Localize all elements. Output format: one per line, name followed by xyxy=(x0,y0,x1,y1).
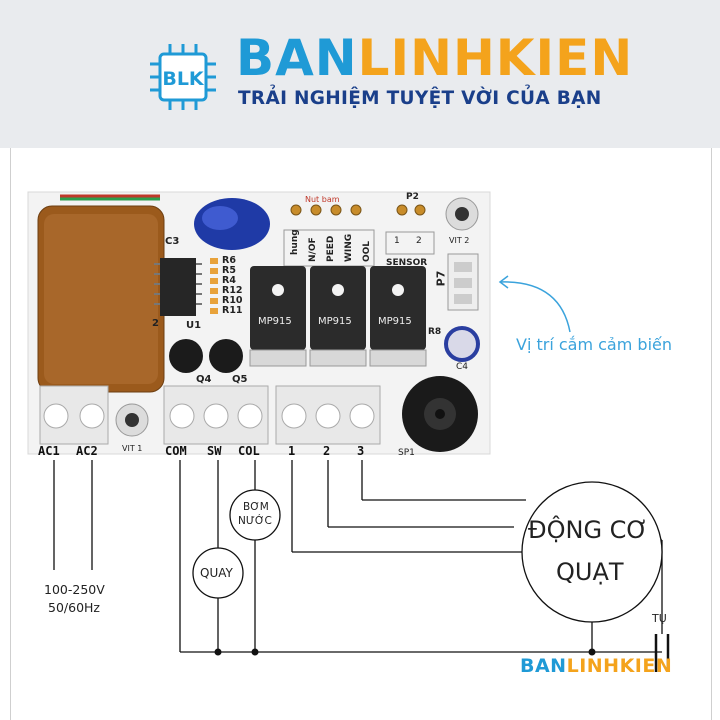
terminal-2: 2 xyxy=(323,444,331,458)
label-mosfet-2: MP915 xyxy=(318,316,352,327)
ic-u1 xyxy=(160,258,196,316)
label-c4: C4 xyxy=(456,362,469,372)
fan-motor-label-line2: QUẠT xyxy=(556,558,624,586)
label-p7: P7 xyxy=(434,270,448,287)
mosfet-3 xyxy=(370,266,426,350)
label-q4: Q4 xyxy=(196,374,212,385)
logo-text: BLK xyxy=(162,68,205,90)
label-c3: C3 xyxy=(165,236,180,247)
label-fn-hung: hung xyxy=(290,229,300,255)
watermark-part1: BAN xyxy=(520,655,567,677)
label-r12: R12 xyxy=(222,285,243,296)
terminal-1: 1 xyxy=(288,444,296,458)
label-r8: R8 xyxy=(428,327,442,337)
label-fn-cool: OOL xyxy=(362,240,372,262)
svg-text:BLK: BLK xyxy=(162,68,205,90)
sensor-pointer-arrow xyxy=(499,281,571,333)
label-r4: R4 xyxy=(222,275,236,286)
label-sensor: SENSOR xyxy=(386,258,428,268)
mosfet-group xyxy=(249,266,427,367)
fan-motor-symbol xyxy=(521,481,663,623)
label-vit1: VIT 1 xyxy=(122,444,143,453)
rotate-label: QUAY xyxy=(200,566,233,580)
terminal-ac1: AC1 xyxy=(38,444,60,458)
watermark-part2: LINHKIEN xyxy=(566,655,673,677)
label-p2: P2 xyxy=(406,192,419,202)
voltage-label: 100-250V xyxy=(44,582,105,597)
terminal-sw: SW xyxy=(207,444,222,458)
label-mosfet-1: MP915 xyxy=(258,316,292,327)
label-r5: R5 xyxy=(222,265,236,276)
chip-logo-icon: BLK xyxy=(150,44,216,110)
watermark: BANLINHKIEN xyxy=(520,655,672,677)
label-r6: R6 xyxy=(222,255,236,266)
brand-part1: BAN xyxy=(236,29,358,87)
fan-motor-label-line1: ĐỘNG CƠ xyxy=(528,516,649,544)
rotate-motor-symbol xyxy=(192,547,244,599)
label-sensor-2: 2 xyxy=(416,236,422,246)
pump-label-line2: NƯỚC xyxy=(238,515,272,527)
brand-name: BANLINHKIEN xyxy=(236,30,633,86)
wires xyxy=(53,460,663,653)
label-sensor-1: 1 xyxy=(394,236,400,246)
terminal-col: COL xyxy=(238,444,260,458)
terminal-com: COM xyxy=(165,444,187,458)
capacitor-c4 xyxy=(444,326,480,362)
pump-label-line1: BƠM xyxy=(243,501,269,513)
brand-part2: LINHKIEN xyxy=(357,29,634,87)
water-pump-symbol xyxy=(229,489,281,541)
label-sp1: SP1 xyxy=(398,448,415,458)
label-u1: U1 xyxy=(186,320,202,331)
frequency-label: 50/60Hz xyxy=(48,600,100,615)
label-fn-onoff: N/OF xyxy=(308,237,318,262)
terminal-ac2: AC2 xyxy=(76,444,98,458)
label-vit2: VIT 2 xyxy=(449,236,470,245)
label-nut-bam: Nut bam xyxy=(305,195,340,204)
transistor-q5 xyxy=(209,339,243,373)
terminal-3: 3 xyxy=(357,444,365,458)
mosfet-2 xyxy=(310,266,366,350)
content-frame xyxy=(10,148,712,720)
label-q5: Q5 xyxy=(232,374,248,385)
mosfet-1 xyxy=(250,266,306,350)
label-fn-swing: WING xyxy=(344,233,354,262)
label-r11: R11 xyxy=(222,305,243,316)
brand-banner: BLK BANLINHKIEN TRẢI NGHIỆM TUYỆT VỜI CỦ… xyxy=(0,0,720,148)
label-r10: R10 xyxy=(222,295,243,306)
capacitor-label: TỤ xyxy=(652,612,667,625)
label-mosfet-3: MP915 xyxy=(378,316,412,327)
label-fn-speed: PEED xyxy=(326,235,336,262)
sensor-position-note: Vị trí cắm cảm biến xyxy=(516,335,672,354)
label-left-2: 2 xyxy=(152,318,159,329)
transistor-q4 xyxy=(169,339,203,373)
tagline: TRẢI NGHIỆM TUYỆT VỜI CỦA BẠN xyxy=(238,88,602,109)
capacitor-symbol xyxy=(654,634,670,672)
